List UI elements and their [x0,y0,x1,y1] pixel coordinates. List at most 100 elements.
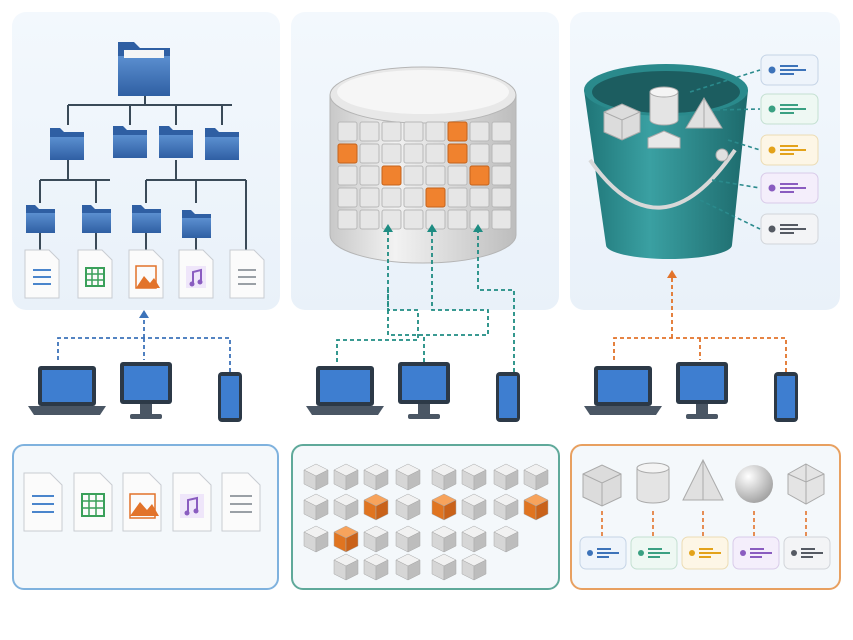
block-cell [491,165,512,186]
block-connectors [336,232,515,372]
folder-icon [159,126,193,158]
laptop-icon [584,366,662,415]
block-cube [493,493,519,521]
arrow-up-icon [139,310,149,318]
file-connectors [57,318,231,372]
block-cell [491,209,512,230]
audio-icon [172,472,212,532]
block-cell [469,143,490,164]
block-cube [395,525,421,553]
monitor-icon [120,362,172,419]
cylinder-block-grid-icon [329,66,517,264]
block-cell [359,165,380,186]
block-cell [359,121,380,142]
block-cell [469,209,490,230]
metadata-gray [760,213,819,245]
monitor-icon [676,362,728,419]
object-connectors [613,278,787,372]
block-cube [431,493,457,521]
arrow-up-icon [667,270,677,278]
icosahedron-icon [787,463,825,505]
image-icon [128,249,164,299]
block-cube [461,525,487,553]
block-cell [469,187,490,208]
cube-icon [647,130,681,149]
metadata-green [630,536,678,570]
block-cube [363,493,389,521]
block-cell [447,209,468,230]
monitor-icon [398,362,450,419]
block-cube [333,525,359,553]
block-cube [461,553,487,581]
block-cube [333,493,359,521]
block-cube [461,463,487,491]
block-cell [447,121,468,142]
folder-icon [205,128,239,160]
pyramid-icon [685,97,723,129]
arrow-up-icon [473,224,483,232]
folder-tree [39,95,247,250]
metadata-purple [760,172,819,204]
block-cube [363,553,389,581]
metadata-green [760,93,819,125]
audio-icon [178,249,214,299]
text-icon [229,249,265,299]
image-icon [122,472,162,532]
folder-icon [132,205,161,233]
folder-icon [118,42,170,96]
folder-icon [82,205,111,233]
block-cube [395,553,421,581]
metadata-purple [732,536,780,570]
folder-icon [26,205,55,233]
block-cell [381,209,402,230]
block-cell [491,121,512,142]
cylinder-icon [649,86,679,126]
sphere-icon [735,465,773,503]
block-grid [337,121,512,230]
block-cell [359,187,380,208]
pyramid-icon [682,458,724,501]
block-cube [363,463,389,491]
block-cell [425,143,446,164]
block-cube [431,553,457,581]
cube-icon [603,103,641,141]
folder-icon [50,128,84,160]
block-cube [523,463,549,491]
cylinder-icon [636,462,670,504]
block-cube [303,493,329,521]
block-cell [491,143,512,164]
block-cell [447,165,468,186]
block-cell [403,187,424,208]
phone-icon [496,372,520,422]
block-cube [431,525,457,553]
block-cell [337,121,358,142]
block-cell [337,165,358,186]
block-cube [395,493,421,521]
block-cell [381,143,402,164]
block-cell [491,187,512,208]
block-cell [337,187,358,208]
metadata-yellow [760,134,819,166]
block-cell [425,165,446,186]
block-cell [359,143,380,164]
block-cube [493,463,519,491]
folder-icon [182,210,211,238]
block-cube [303,463,329,491]
metadata-yellow [681,536,729,570]
block-cube [431,463,457,491]
block-cell [337,209,358,230]
block-cube [333,553,359,581]
phone-icon [218,372,242,422]
metadata-blue [579,536,627,570]
block-cube [363,525,389,553]
metadata-blue [760,54,819,86]
block-cell [425,121,446,142]
block-cell [359,209,380,230]
block-cube [333,463,359,491]
block-cell [381,187,402,208]
block-cube [461,493,487,521]
document-icon [23,472,63,532]
block-cell [403,165,424,186]
block-cell [337,143,358,164]
